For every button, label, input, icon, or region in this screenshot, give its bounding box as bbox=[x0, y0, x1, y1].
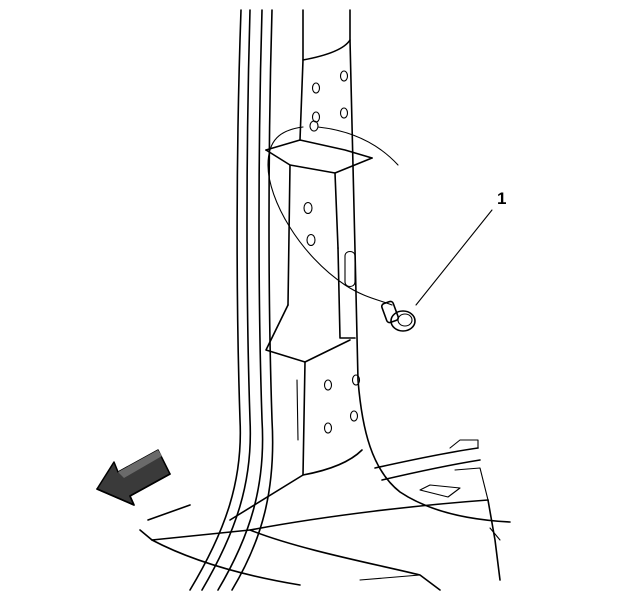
callout-1: 1 bbox=[415, 189, 506, 306]
pillar-holes bbox=[303, 70, 361, 434]
door-opening-contours bbox=[189, 9, 274, 591]
callout-1-label: 1 bbox=[497, 189, 506, 208]
rocker-sill bbox=[139, 439, 501, 591]
pillar-panel bbox=[229, 9, 511, 523]
direction-arrow-icon bbox=[96, 449, 171, 506]
plug-grommet-icon bbox=[380, 300, 416, 332]
antenna-cable bbox=[267, 120, 399, 306]
